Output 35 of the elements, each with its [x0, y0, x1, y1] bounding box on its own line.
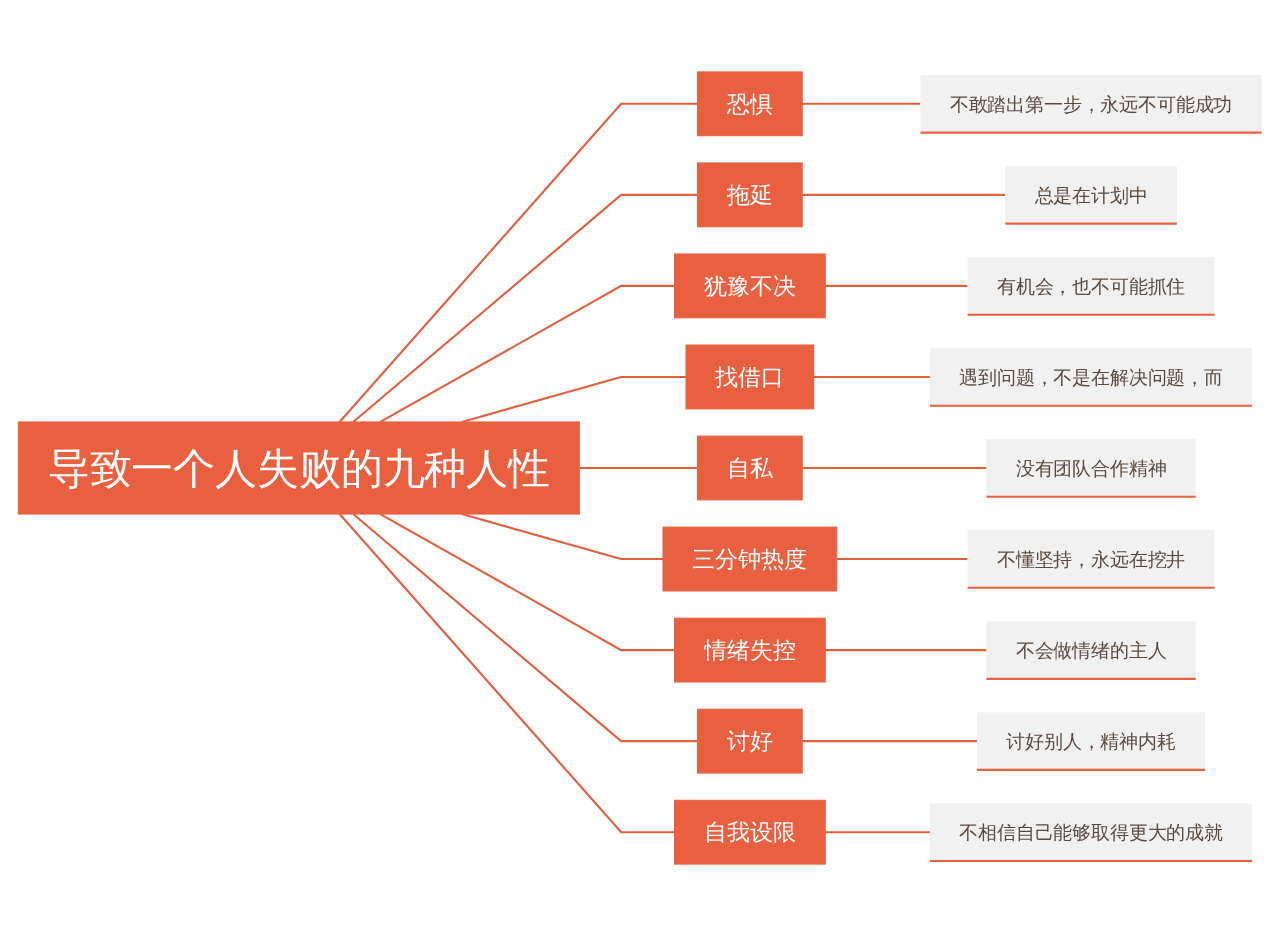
- description-box: 不相信自己能够取得更大的成就: [928, 802, 1254, 862]
- connector-line: [802, 466, 987, 470]
- connector-line: [802, 740, 977, 743]
- connector-line: [836, 558, 968, 561]
- connector-line: [352, 513, 698, 743]
- description-box: 讨好别人，精神内耗: [975, 711, 1207, 771]
- connector-line: [825, 831, 930, 834]
- connector-line: [352, 193, 698, 423]
- connector-line: [379, 284, 675, 423]
- category-box: 自我设限: [674, 799, 826, 865]
- category-box: 讨好: [697, 708, 803, 774]
- connector-line: [338, 513, 675, 834]
- connector-line: [379, 513, 675, 652]
- connector-line: [825, 284, 968, 287]
- category-box: 自私: [697, 435, 803, 501]
- connector-line: [579, 466, 698, 470]
- description-box: 不懂坚持，永远在挖井: [966, 529, 1216, 589]
- central-topic-box: 导致一个人失败的九种人性: [17, 421, 580, 515]
- category-box: 犹豫不决: [674, 253, 826, 319]
- category-box: 三分钟热度: [662, 526, 838, 592]
- connector-line: [825, 649, 987, 652]
- description-box: 没有团队合作精神: [985, 438, 1197, 498]
- connector-line: [338, 102, 698, 423]
- category-box: 找借口: [685, 344, 815, 410]
- description-box: 总是在计划中: [1004, 165, 1178, 225]
- category-box: 恐惧: [697, 71, 803, 137]
- description-box: 不会做情绪的主人: [985, 620, 1197, 680]
- category-box: 情绪失控: [674, 617, 826, 683]
- connector-line: [813, 375, 930, 378]
- connector-line: [802, 102, 921, 105]
- description-box: 有机会，也不可能抓住: [966, 256, 1216, 316]
- description-box: 遇到问题，不是在解决问题，而: [928, 347, 1254, 407]
- description-box: 不敢踏出第一步，永远不可能成功: [919, 74, 1263, 134]
- connector-line: [802, 193, 1006, 196]
- category-box: 拖延: [697, 162, 803, 228]
